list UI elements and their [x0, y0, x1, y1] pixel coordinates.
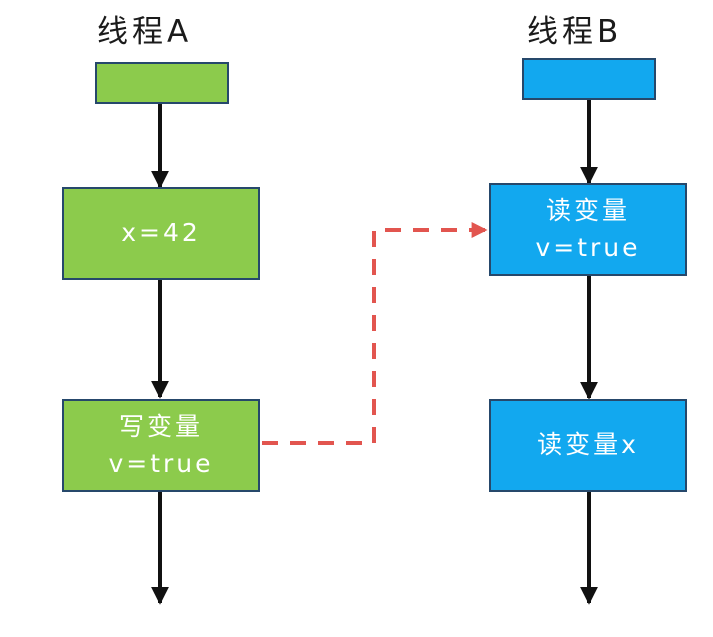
thread-a-step-1-text: x=42 — [121, 218, 201, 248]
thread-b-title: 线程B — [527, 14, 623, 50]
thread-b-step-1-line-2: v=true — [535, 232, 641, 262]
thread-b-step-2-text: 读变量x — [537, 430, 639, 460]
thread-a-step-2-line-1: 写变量 — [118, 412, 203, 442]
thread-b-step-1-line-1: 读变量 — [545, 196, 630, 226]
thread-a-title: 线程A — [97, 14, 193, 50]
thread-a-step-2-box: 写变量 v=true — [62, 399, 260, 492]
thread-a-step-1-box: x=42 — [62, 187, 260, 280]
thread-b-step-1-box: 读变量 v=true — [489, 183, 687, 276]
happens-before-link — [262, 222, 488, 445]
thread-b-step-2-box: 读变量x — [489, 399, 687, 492]
thread-b-start-box — [522, 58, 656, 100]
thread-a-step-2-line-2: v=true — [108, 448, 214, 478]
thread-a-start-box — [95, 62, 229, 104]
